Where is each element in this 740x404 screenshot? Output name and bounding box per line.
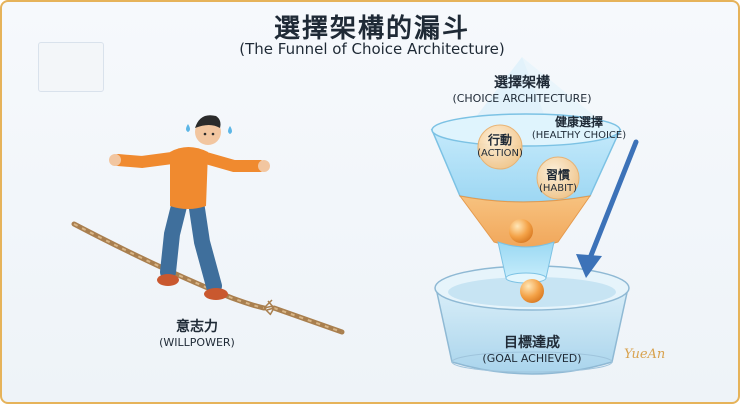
willpower-zh: 意志力 [176,319,218,335]
node-habit-zh: 習慣 [545,168,570,182]
willpower-label: 意志力 (WILLPOWER) [142,316,252,349]
page-title: 選擇架構的漏斗 [273,14,470,44]
node-action-en: (ACTION) [477,148,523,159]
node-healthy-choice-en: (HEALTHY CHOICE) [531,130,627,141]
node-habit-en: (HABIT) [538,183,578,194]
willpower-en: (WILLPOWER) [159,336,235,349]
node-bubbles [477,124,580,303]
decorative-panel [38,42,104,92]
goal-label: 目標達成 (GOAL ACHIEVED) [462,332,602,365]
funnel-label: 選擇架構 (CHOICE ARCHITECTURE) [432,72,612,105]
funnel-title: 選擇架構 [494,75,550,91]
node-action-zh: 行動 [487,133,512,147]
node-action: 行動 (ACTION) [465,131,535,159]
goal-zh: 目標達成 [504,335,560,351]
node-healthy-choice-zh: 健康選擇 [554,115,603,129]
light-rays [472,57,602,122]
node-healthy-choice: 健康選擇 (HEALTHY CHOICE) [524,113,634,141]
goal-en: (GOAL ACHIEVED) [482,352,582,365]
artist-signature: YueAn [624,347,666,362]
funnel-title-en: (CHOICE ARCHITECTURE) [452,92,592,105]
person-balancing [109,115,270,300]
page-subtitle: (The Funnel of Choice Architecture) [239,40,505,58]
node-habit: 習慣 (HABIT) [522,166,594,194]
flow-arrow [576,139,639,278]
